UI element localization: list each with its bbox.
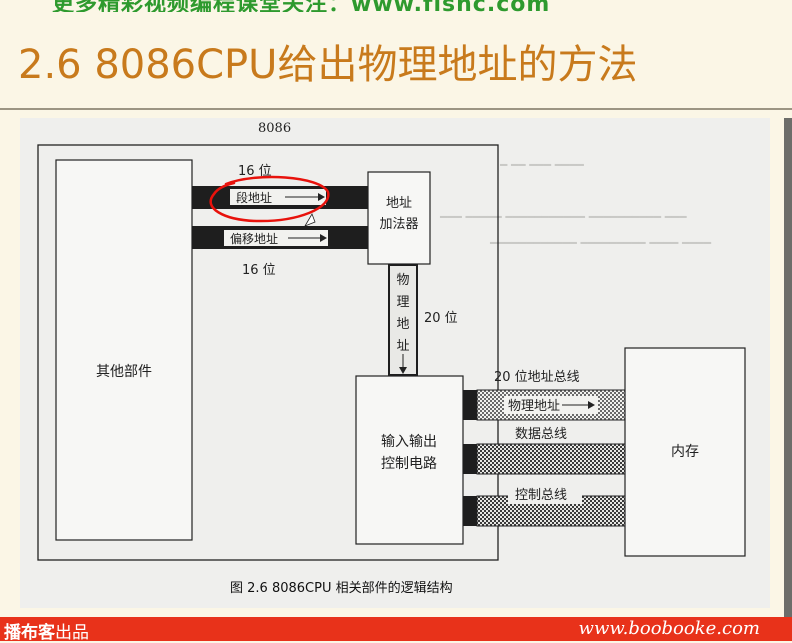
footer-bar: 播布客出品 www.boobooke.com bbox=[0, 617, 792, 643]
bleed-through-text: ━━━ ━━━━━ ━━━━━━━━━━━ ━━━━━━━━━━ ━━━ bbox=[440, 210, 687, 224]
cpu-logic-diagram: 8086 其他部件 地址 加法器 段地址 16 位 偏移地址 16 位 物 理 … bbox=[37, 121, 746, 596]
physical-down-arrow-head bbox=[399, 367, 407, 374]
offset-address-label: 偏移地址 bbox=[230, 231, 278, 246]
pointer-cursor-icon bbox=[304, 213, 316, 227]
cpu-frame bbox=[37, 144, 499, 561]
address-adder-box bbox=[367, 171, 431, 265]
footer-brand: 播布客出品 bbox=[4, 618, 89, 643]
io-label-line2: 控制电路 bbox=[381, 456, 437, 472]
brand-name: 播布客 bbox=[4, 623, 55, 643]
width-20-label: 20 位 bbox=[424, 311, 458, 326]
address-bus-port bbox=[463, 390, 477, 420]
address-bus-label: 20 位地址总线 bbox=[494, 370, 580, 385]
annotation-circle bbox=[209, 175, 330, 223]
physical-address-bus-label: 物理地址 bbox=[508, 399, 560, 414]
adder-label-line2: 加法器 bbox=[379, 217, 418, 232]
other-parts-box bbox=[55, 159, 193, 541]
bleed-through-text: ━━━━━━━━━━━━ ━━━━━━━━━ ━━━━ ━━━━ bbox=[490, 236, 711, 250]
physical-vertical-char-3: 地 bbox=[396, 317, 409, 332]
scroll-edge bbox=[784, 118, 792, 617]
figure-caption: 图 2.6 8086CPU 相关部件的逻辑结构 bbox=[230, 580, 453, 596]
brand-suffix: 出品 bbox=[55, 623, 89, 643]
adder-label-line1: 地址 bbox=[386, 196, 412, 211]
memory-label: 内存 bbox=[671, 444, 699, 460]
top-banner: 更多精彩视频编程课堂关注：www.fishc.com bbox=[0, 0, 792, 12]
data-bus-label: 数据总线 bbox=[515, 427, 567, 442]
physical-address-arrow-head bbox=[588, 401, 595, 409]
physical-vertical-char-1: 物 bbox=[396, 273, 409, 288]
footer-site-link[interactable]: www.boobooke.com bbox=[578, 618, 760, 639]
io-control-box bbox=[355, 375, 464, 545]
offset-address-tag bbox=[224, 230, 328, 246]
offset-arrow-head bbox=[320, 234, 327, 242]
control-bus-port bbox=[463, 496, 477, 526]
bleed-through-text: ━ ━━ ━━━ ━━━━ bbox=[500, 158, 584, 172]
data-bus-port bbox=[463, 444, 477, 474]
control-bus-tag bbox=[508, 486, 582, 504]
slide-title: 2.6 8086CPU给出物理地址的方法 bbox=[18, 42, 638, 88]
segment-arrow-head bbox=[318, 193, 325, 201]
title-divider bbox=[0, 108, 792, 110]
data-bus bbox=[476, 443, 626, 475]
physical-address-tag bbox=[504, 396, 598, 414]
cpu-label: 8086 bbox=[258, 121, 291, 136]
width-top-label: 16 位 bbox=[238, 164, 272, 179]
memory-box bbox=[624, 347, 746, 557]
figure-panel: ━ ━━ ━━━ ━━━━ ━━━ ━━━━━ ━━━━━━━━━━━ ━━━━… bbox=[20, 118, 770, 608]
physical-vertical-char-2: 理 bbox=[396, 295, 409, 310]
control-bus-label: 控制总线 bbox=[515, 488, 567, 503]
width-bottom-label: 16 位 bbox=[242, 263, 276, 278]
segment-address-label: 段地址 bbox=[236, 190, 272, 205]
segment-address-tag bbox=[230, 189, 326, 205]
io-label-line1: 输入输出 bbox=[381, 434, 437, 450]
other-parts-label: 其他部件 bbox=[96, 364, 152, 380]
physical-vertical-char-4: 址 bbox=[396, 339, 409, 354]
